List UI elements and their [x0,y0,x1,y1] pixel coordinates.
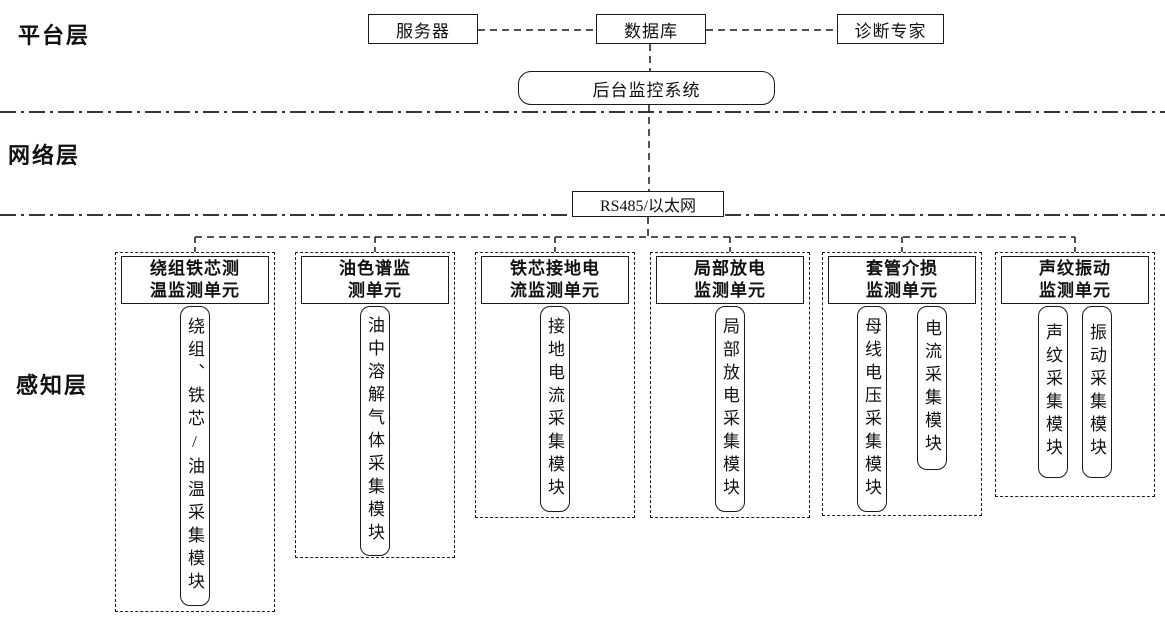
module-bus-voltage: 母线电压采集模块 [857,306,887,513]
unit-core-grounding-current: 铁芯接地电 流监测单元 接地电流采集模块 [475,252,635,518]
unit-oil-chromatography: 油色谱监 测单元 油中溶解气体采集模块 [295,252,455,558]
module-current: 电流采集模块 [917,306,947,471]
module-acoustic: 声纹采集模块 [1038,306,1068,479]
backend-monitor-system-box: 后台监控系统 [518,71,775,105]
unit-title: 铁芯接地电 流监测单元 [481,256,629,305]
layer-label-platform: 平台层 [18,23,91,48]
unit-winding-core-temperature: 绕组铁芯测 温监测单元 绕组、铁芯/油温采集模块 [115,252,275,612]
module-grounding-current: 接地电流采集模块 [540,306,570,513]
module-dissolved-gas: 油中溶解气体采集模块 [360,306,390,557]
unit-title: 绕组铁芯测 温监测单元 [121,256,269,305]
layer-label-network: 网络层 [8,143,81,168]
unit-title: 油色谱监 测单元 [301,256,449,305]
module-vibration: 振动采集模块 [1082,306,1112,479]
rs485-ethernet-box: RS485/以太网 [572,191,724,217]
database-box: 数据库 [596,14,706,44]
unit-bushing-dielectric-loss: 套管介损 监测单元 母线电压采集模块 电流采集模块 [822,252,982,516]
module-winding-core-oil-temp: 绕组、铁芯/油温采集模块 [180,306,210,607]
module-partial-discharge: 局部放电采集模块 [715,306,745,513]
unit-title: 套管介损 监测单元 [828,256,976,305]
unit-partial-discharge: 局部放电 监测单元 局部放电采集模块 [650,252,810,518]
unit-title: 局部放电 监测单元 [656,256,804,305]
server-box: 服务器 [368,14,478,44]
unit-acoustic-vibration: 声纹振动 监测单元 声纹采集模块 振动采集模块 [995,252,1155,497]
unit-title: 声纹振动 监测单元 [1001,256,1149,305]
diagnosis-expert-box: 诊断专家 [837,14,944,44]
layer-label-perception: 感知层 [16,373,89,398]
